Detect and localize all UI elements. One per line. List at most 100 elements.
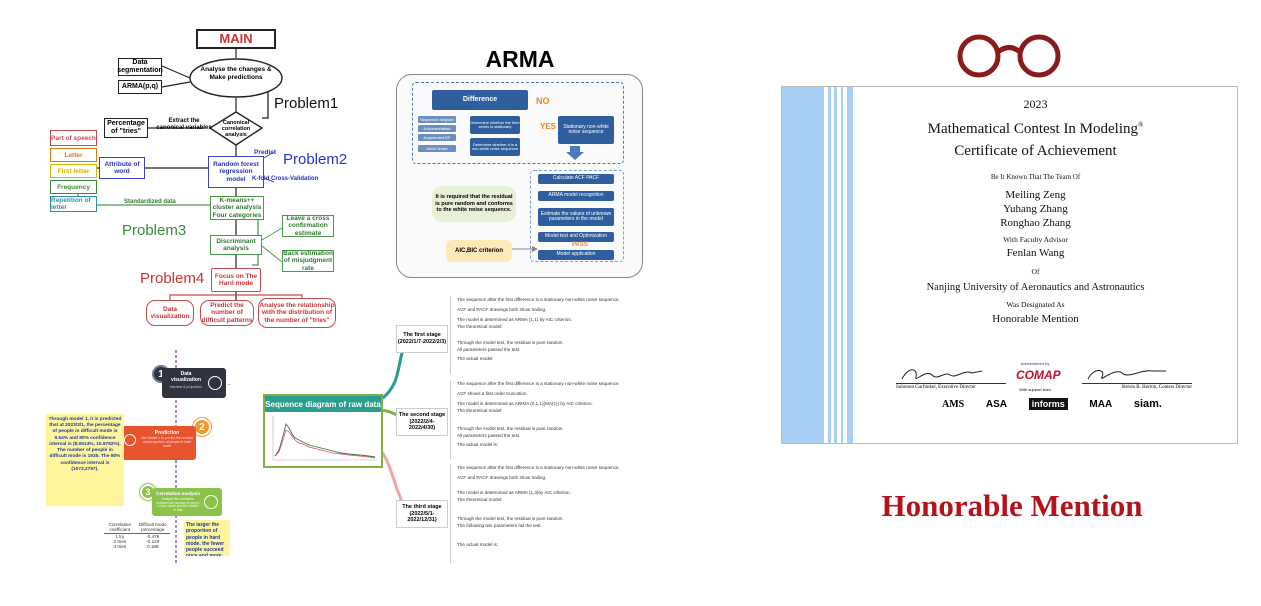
step3-title: Correlation analysis (156, 491, 200, 496)
cert-designated: Was Designated As (1006, 300, 1065, 309)
stationary-box: Stationary non-white noise sequence (558, 116, 614, 144)
stage1-line: The model is determined as ARMA (1,1) by… (457, 317, 573, 322)
cert-member: Yuhang Zhang (1003, 203, 1068, 215)
stage1-line: Through the model test, the residual is … (457, 340, 564, 345)
left-item-1: Sequence diagram (418, 116, 456, 123)
informs-logo: informs (1028, 398, 1068, 410)
maa-logo: MAA (1089, 398, 1113, 410)
step-application: Model application (538, 250, 614, 260)
asa-logo: ASA (985, 398, 1008, 410)
difference-box: Difference (432, 90, 528, 110)
arma-no-label: NO (536, 96, 550, 106)
step3-icon (204, 495, 218, 509)
pass-label: PASS (572, 242, 588, 248)
step2-icon (124, 434, 136, 446)
kmeans-box: K-means++ cluster analysis Four categori… (210, 196, 264, 220)
stage2-details: The sequence after the first difference … (450, 380, 625, 460)
step2-title: Prediction (154, 430, 180, 436)
extract-vars-label: Extract the canonical variables (156, 118, 212, 131)
determine-white-noise-box: Determine whether it is a non-white nois… (470, 138, 520, 156)
step1-card: Data visualization Hardest & proportion (162, 368, 226, 398)
cert-award: Honorable Mention (992, 313, 1079, 325)
arma-top-dashed (412, 82, 624, 164)
stage1-label: The first stage (2022/1/7-2022/2/3) (396, 325, 448, 353)
data-vis-box: Data visualization (146, 300, 194, 326)
arma-bottom-dashed (530, 170, 624, 262)
comap-logo: COMAP (1016, 368, 1061, 382)
table-row: 1 try-0.476 (115, 534, 160, 539)
cert-of: Of (1031, 267, 1040, 276)
back-estimation-box: Back estimation of misjudgment rate (282, 249, 334, 272)
arma-down-arrow-icon (566, 146, 584, 160)
attr-part-of-speech: Part of speech (50, 130, 97, 146)
prediction-note: Through model 1, it is predicted that at… (46, 414, 124, 506)
cert-contest: Mathematical Contest In Modeling® (927, 121, 1144, 137)
attr-repetition: Repetition of letter (50, 196, 97, 212)
stage3-line: The actual model is: (457, 542, 499, 547)
step1-title: Data visualization (170, 371, 201, 383)
stage2-line: The model is determined as ARIMA (0,1,1)… (457, 401, 593, 406)
random-forest-box: Random forest regression model (208, 156, 264, 188)
stage2-line: Through the model test, the residual is … (457, 426, 564, 431)
stage1-line: The sequence after the first difference … (457, 297, 620, 302)
raw-data-title: Sequence diagram of raw data (265, 396, 381, 412)
step-number-2: 2 (193, 418, 211, 436)
cert-university: Nanjing University of Aeronautics and As… (926, 282, 1145, 293)
leave-one-box: Leave a cross confirmation estimate (282, 215, 334, 237)
sig-left-label: Solomon Garfunkel, Executive Director (896, 383, 1006, 390)
raw-data-card: Sequence diagram of raw data (263, 394, 383, 468)
administered-label: Administered by (1020, 361, 1050, 366)
percentage-tries-box: Percentage of "tries" (104, 118, 148, 138)
problem4-label: Problem4 (140, 270, 205, 287)
determine-stationary-box: Determine whether the time series is sta… (470, 116, 520, 134)
sig-right-label: Steven B. Horton, Contest Director (1082, 383, 1192, 390)
data-segmentation-box: Data segmentation (117, 58, 163, 76)
step1-sub: Hardest & proportion (169, 385, 203, 389)
cert-year: 2023 (1023, 97, 1048, 111)
left-item-3: Augmented DF (418, 134, 456, 141)
step2-card: Prediction Use Model 1 to predict the nu… (120, 426, 196, 460)
support-label: With support from (1019, 387, 1051, 392)
cert-be-it-known: Be It Known That The Team Of (990, 173, 1081, 181)
discriminant-box: Discriminant analysis (210, 235, 262, 255)
step2-sub: Use Model 1 to predict the number and pr… (140, 436, 194, 448)
step-recognition: ARMA model recognition (538, 191, 614, 201)
arma-yes-label: YES (540, 122, 557, 131)
problem3-label: Problem3 (122, 222, 187, 239)
certificate-card: 2023 Mathematical Contest In Modeling® C… (781, 86, 1238, 444)
ams-logo: AMS (942, 398, 965, 410)
stage2-line: All parameters passed the test. (457, 433, 521, 438)
stage2-line: ACF shows a first order truncation. (457, 391, 528, 396)
stage1-line: The actual model: (457, 356, 494, 361)
table-row: 2 tries-0.129 (113, 539, 160, 544)
table-header: Correlation coefficient (108, 522, 132, 532)
step-acf: Calculate ACF PACF (538, 174, 614, 184)
cert-with-advisor: With Faculty Advisor (1003, 235, 1068, 244)
signature-right (1087, 370, 1166, 380)
predict-patterns-box: Predict the number of difficult patterns (200, 300, 254, 326)
stage2-label: The second stage (2022/2/4-2022/4/30) (396, 408, 448, 436)
stage1-details: The sequence after the first difference … (450, 296, 625, 374)
requirement-note: It is required that the residual is pure… (432, 186, 516, 222)
stage1-line: ACF and PACF drawings both show trailing… (457, 307, 547, 312)
cert-text-area: 2023 Mathematical Contest In Modeling® C… (832, 87, 1237, 443)
left-item-2: Autocorrelation (418, 125, 456, 132)
sponsor-logos: AMS ASA informs MAA siam. (942, 395, 1162, 413)
cert-advisor: Fenlan Wang (1006, 247, 1065, 259)
arma-title: ARMA (485, 46, 555, 72)
stage3-line: ACF and PACF drawings both show trailing… (457, 475, 547, 480)
stage3-label: The third stage (2022/5/1-2022/12/31) (396, 500, 448, 528)
stage3-line: The theoretical model: (457, 497, 503, 502)
cert-title: Certificate of Achievement (954, 143, 1117, 159)
stage3-line: Through the model test, the residual is … (457, 516, 564, 521)
aic-arrow-icon (512, 246, 538, 252)
glasses-icon (957, 34, 1061, 78)
cert-member: Meiling Zeng (1005, 189, 1066, 201)
focus-hard-box: Focus on The Hard mode (211, 268, 261, 292)
analyse-changes-label: Analyse the changes & Make predictions (200, 66, 272, 81)
step3-card: Correlation analysis Analyze the correla… (152, 488, 222, 516)
stage3-details: The sequence after the first difference … (450, 464, 625, 564)
attr-frequency: Frequency (50, 180, 97, 194)
problem2-label: Problem2 (283, 151, 348, 168)
